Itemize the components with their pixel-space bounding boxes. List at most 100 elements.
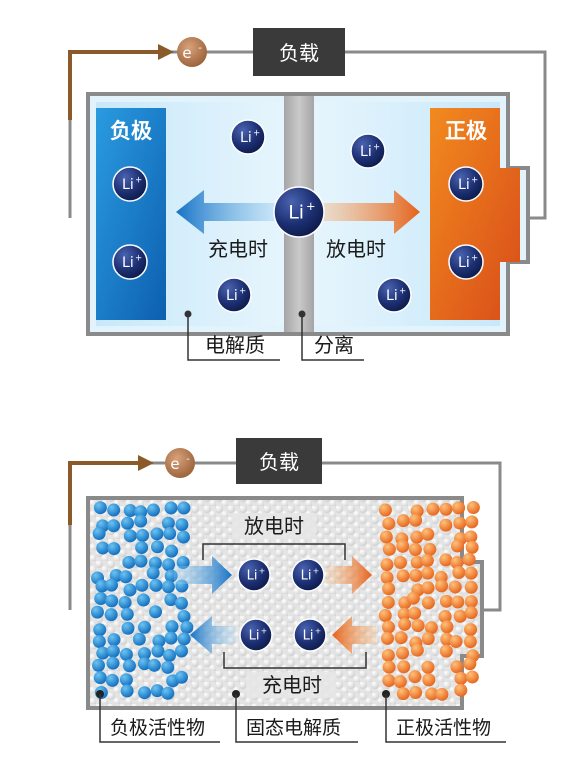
active-particle (452, 566, 466, 580)
bottom-neg-leader (99, 694, 220, 743)
active-particle (397, 607, 411, 621)
active-particle (411, 619, 425, 633)
active-particle (423, 542, 437, 556)
li-ion-sup: + (239, 286, 246, 296)
active-particle (176, 530, 190, 544)
li-ion-label: Li (122, 177, 134, 193)
li-ion-icon: Li+ (273, 186, 325, 238)
active-particle (136, 593, 150, 607)
top-electron-sup: - (198, 43, 202, 54)
active-particle (149, 578, 163, 592)
top-charge-arrow (176, 190, 294, 234)
active-particle (137, 657, 151, 671)
active-particle (408, 606, 422, 620)
bottom-discharge-bracket (202, 543, 346, 560)
active-particle (464, 566, 478, 580)
active-particle (119, 570, 133, 584)
active-particle (409, 686, 423, 700)
active-particle (410, 555, 424, 569)
active-particle (425, 687, 439, 701)
active-particle (464, 580, 478, 594)
active-particle (409, 568, 423, 582)
active-particle (464, 530, 478, 544)
active-particle (95, 579, 109, 593)
active-particle (164, 501, 178, 515)
top-diagram: e - 负载 负极 正极 充电时 放电时 Li+Li+Li+Li+Li+Li+L… (68, 28, 547, 361)
active-particle (379, 530, 393, 544)
active-particle (107, 503, 121, 517)
bottom-charge-bracket (223, 652, 367, 669)
bottom-charge-label-bg (246, 672, 336, 698)
li-ion-sup: + (471, 175, 478, 185)
active-particle (106, 656, 120, 670)
bottom-charge-arrow-left (190, 616, 236, 654)
active-particle (462, 552, 476, 566)
active-particle (435, 579, 449, 593)
active-particle (120, 684, 134, 698)
active-particle (107, 542, 121, 556)
active-particle (161, 516, 175, 530)
active-particle (134, 505, 148, 519)
active-particle (109, 569, 123, 583)
bottom-neg-active-label: 负极活性物 (110, 717, 205, 739)
top-separator-label: 分离 (314, 333, 354, 357)
li-ion-sup: + (135, 175, 142, 185)
active-particle (105, 673, 119, 687)
bottom-electron-label: e (170, 455, 179, 473)
active-particle (165, 620, 179, 634)
active-particle (449, 635, 463, 649)
bottom-load-box (236, 438, 322, 484)
active-particle (104, 578, 118, 592)
li-ion-icon: Li+ (237, 558, 271, 592)
li-ion-icon: Li+ (230, 119, 266, 155)
active-particle (450, 556, 464, 570)
active-particle (151, 644, 165, 658)
active-particle (93, 501, 107, 515)
active-particle (180, 620, 194, 634)
active-particle (422, 673, 436, 687)
active-particle (396, 539, 410, 553)
active-particle (122, 555, 136, 569)
li-ion-icon: Li+ (350, 133, 386, 169)
active-particle (426, 502, 440, 516)
active-particle (93, 671, 107, 685)
active-particle (132, 632, 146, 646)
active-particle (134, 554, 148, 568)
active-particle (146, 503, 160, 517)
active-particle (439, 553, 453, 567)
active-particle (164, 631, 178, 645)
active-particle (382, 517, 396, 531)
top-load-box (253, 28, 345, 76)
li-ion-sup: + (306, 199, 316, 213)
active-particle (421, 596, 435, 610)
active-particle (451, 595, 465, 609)
li-ion-label: Li (458, 255, 470, 271)
active-particle (94, 592, 108, 606)
active-particle (396, 569, 410, 583)
active-particle (381, 595, 395, 609)
li-ion-icon: Li+ (239, 618, 273, 652)
active-particle (96, 541, 110, 555)
active-particle (161, 580, 175, 594)
active-particle (465, 670, 479, 684)
active-particle (440, 620, 454, 634)
active-particle (96, 646, 110, 660)
active-particle (106, 644, 120, 658)
active-particle (382, 674, 396, 688)
bottom-load-label: 负载 (259, 450, 299, 474)
active-particle (380, 571, 394, 585)
bottom-electron-icon (165, 448, 195, 478)
active-particle (175, 670, 189, 684)
active-particle (396, 646, 410, 660)
active-particle (398, 617, 412, 631)
top-negative-electrode (96, 108, 166, 320)
active-particle (123, 529, 137, 543)
active-particle (453, 609, 467, 623)
li-ion-sup: + (315, 627, 322, 636)
li-ion-label: Li (249, 629, 260, 644)
negative-active-particles (90, 501, 194, 700)
active-particle (396, 514, 410, 528)
active-particle (421, 632, 435, 646)
active-particle (397, 660, 411, 674)
active-particle (465, 515, 479, 529)
